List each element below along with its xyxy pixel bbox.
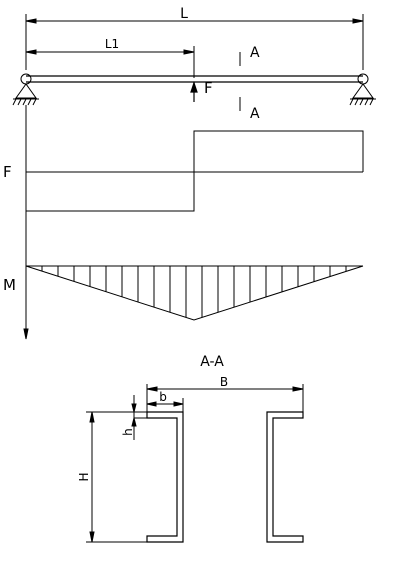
left-channel-profile bbox=[146, 411, 184, 543]
dimension-L-label: L bbox=[180, 6, 188, 22]
dimension-b-label: b bbox=[159, 390, 167, 404]
right-channel-profile bbox=[266, 411, 304, 543]
dimension-H-label: H bbox=[77, 472, 91, 481]
moment-diagram bbox=[25, 265, 364, 321]
shear-diagram bbox=[26, 130, 364, 212]
shear-diagram-label: F bbox=[3, 163, 12, 181]
section-title: A-A bbox=[200, 354, 224, 370]
dimension-B-label: B bbox=[220, 375, 228, 389]
vertical-axis bbox=[23, 105, 29, 340]
moment-diagram-hatching bbox=[41, 266, 363, 318]
dimension-B bbox=[146, 384, 304, 418]
left-support bbox=[12, 73, 39, 106]
load-arrow bbox=[190, 81, 198, 102]
section-mark-top: A bbox=[250, 45, 260, 61]
dimension-b bbox=[146, 398, 184, 412]
dimension-L1 bbox=[25, 46, 195, 78]
right-support bbox=[349, 73, 376, 106]
section-mark-bottom: A bbox=[250, 106, 260, 122]
dimension-L bbox=[25, 14, 364, 70]
dimension-H bbox=[86, 411, 147, 543]
moment-diagram-label: M bbox=[3, 276, 16, 294]
dimension-h-label: h bbox=[121, 428, 135, 436]
load-label: F bbox=[204, 79, 213, 97]
dimension-L1-label: L1 bbox=[105, 37, 119, 51]
